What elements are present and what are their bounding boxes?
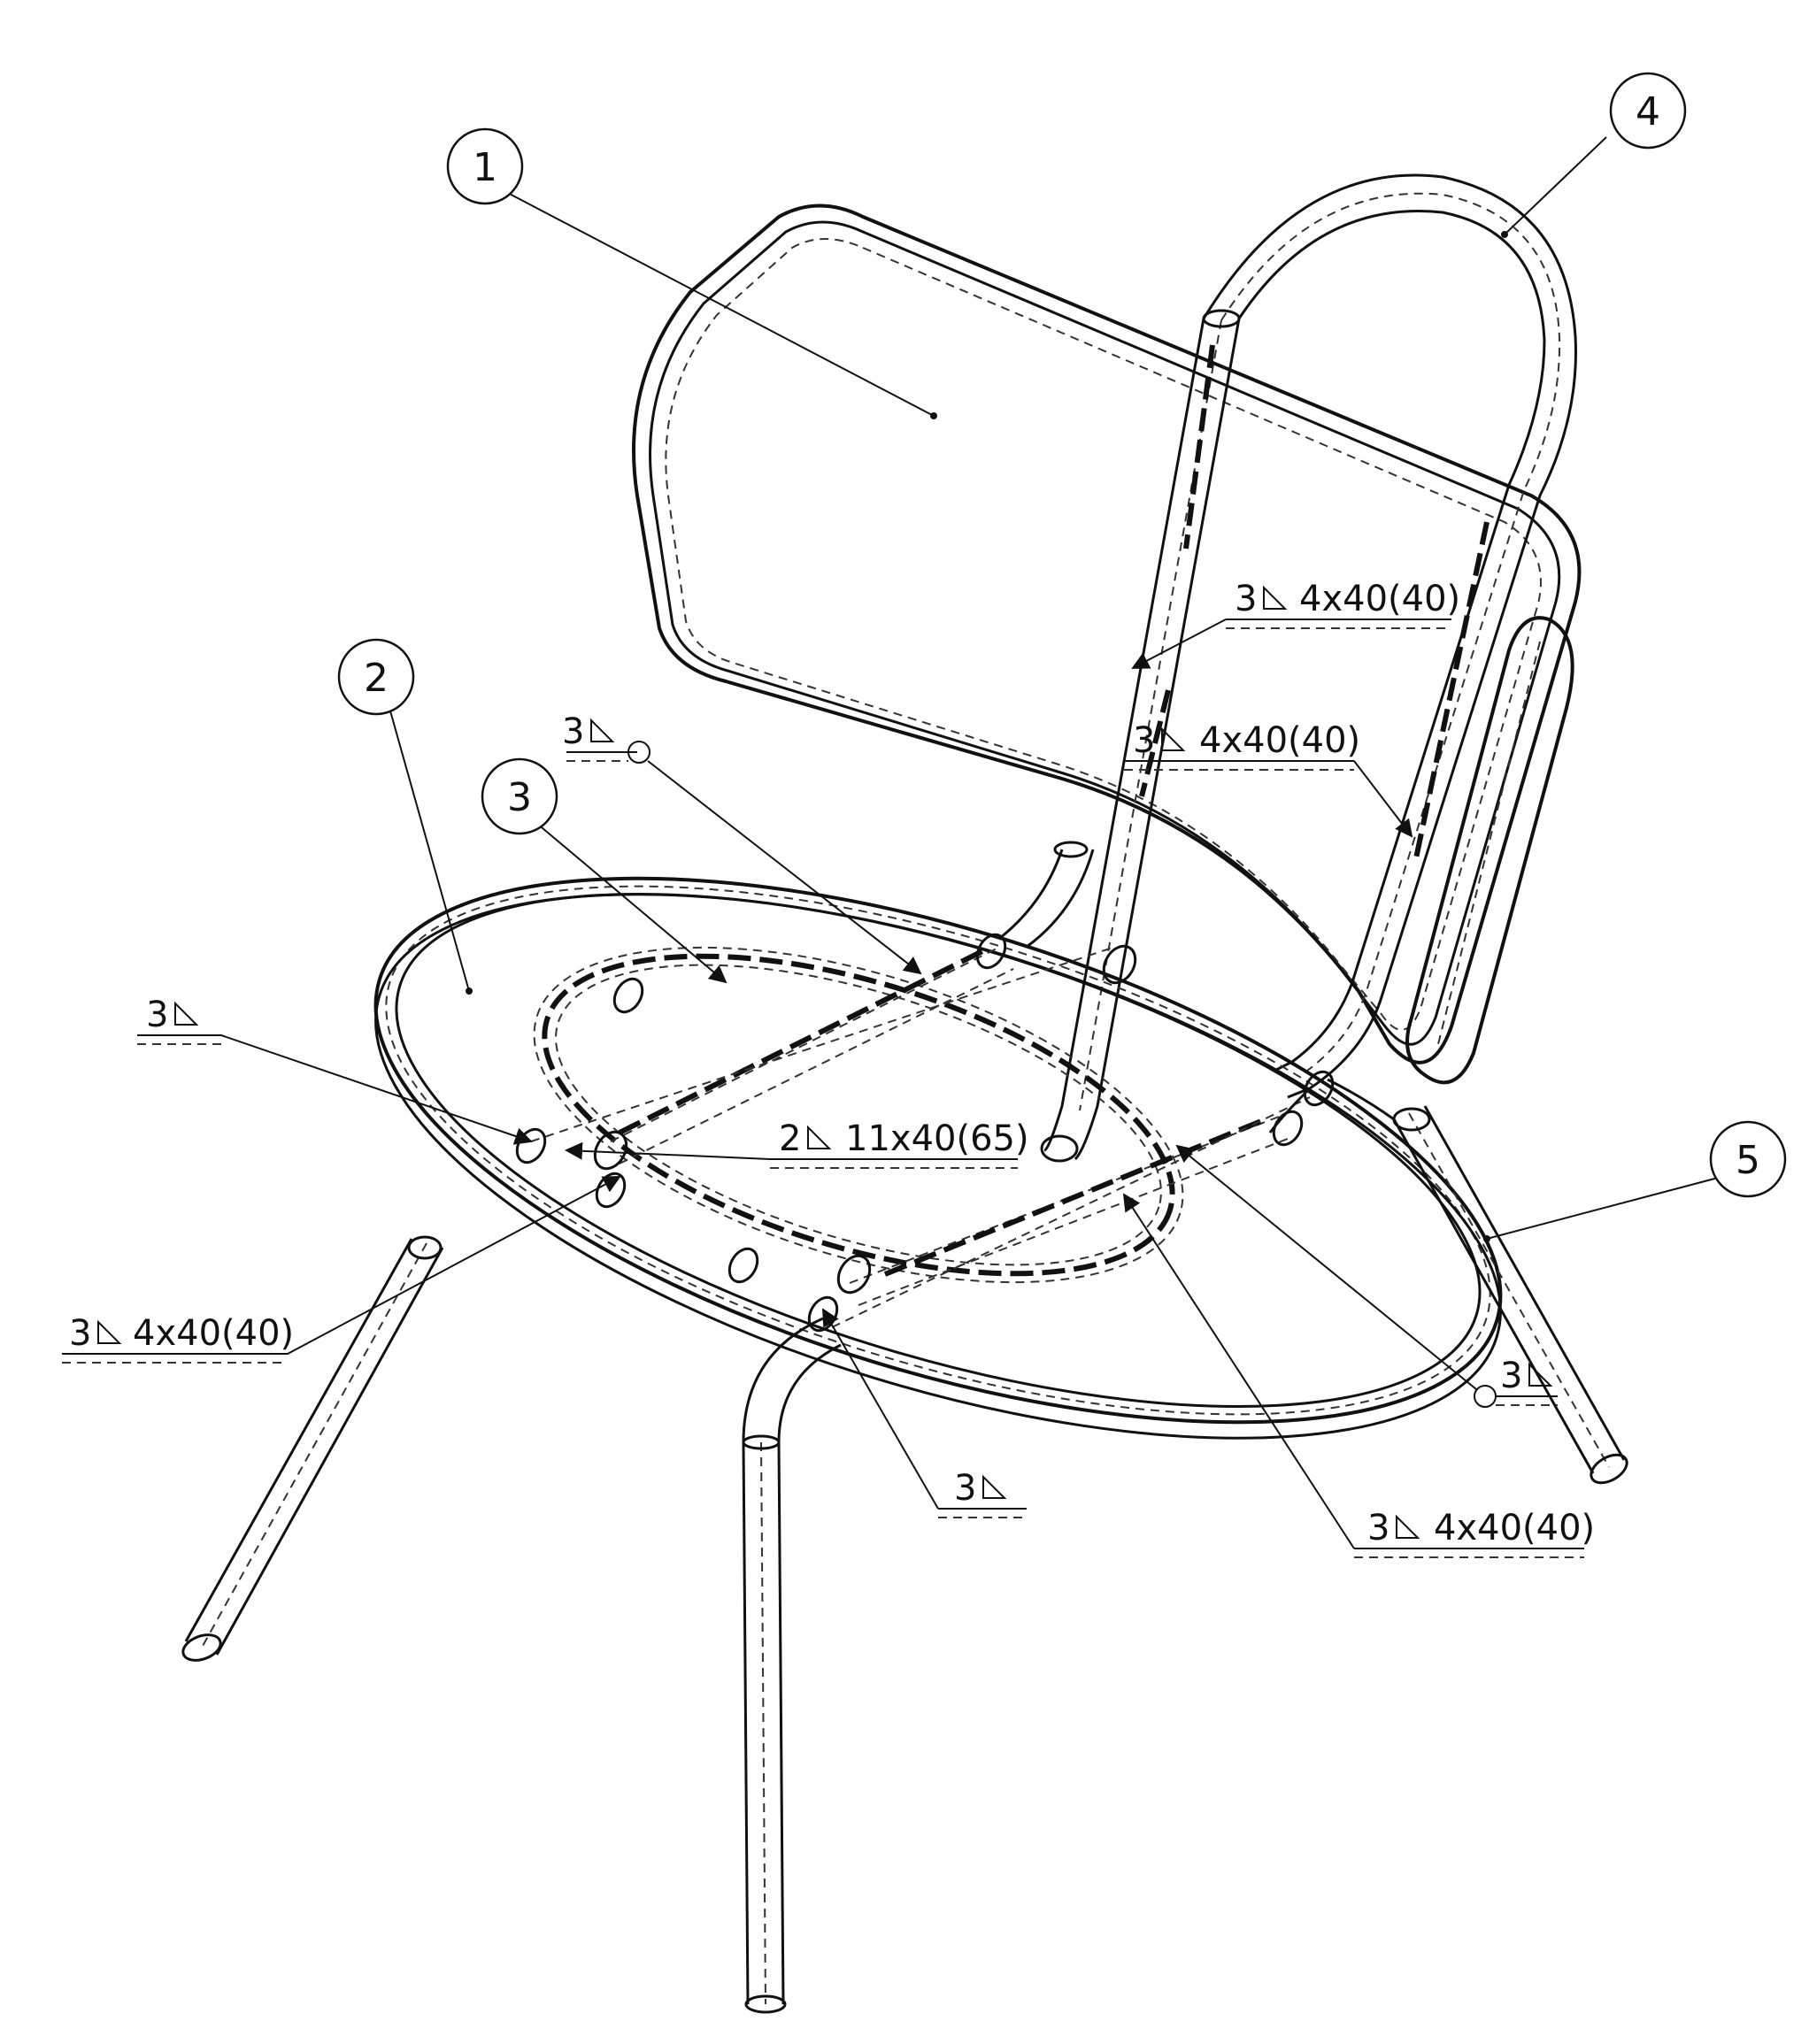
balloon-4: 4 <box>1609 72 1687 150</box>
svg-text:3: 3 <box>1235 579 1257 619</box>
svg-text:5: 5 <box>1736 1138 1760 1183</box>
seat-cross-tubes <box>515 933 1335 1333</box>
svg-text:11x40(65): 11x40(65) <box>845 1118 1029 1159</box>
fillet-weld-symbol <box>807 1125 832 1149</box>
fillet-weld-symbol <box>590 718 615 742</box>
fillet-weld-symbol <box>1263 585 1288 610</box>
svg-text:3: 3 <box>1133 720 1155 761</box>
weld-callout-7: 3 <box>938 1468 1027 1518</box>
balloon-3: 3 <box>481 757 558 835</box>
svg-text:4x40(40): 4x40(40) <box>1434 1508 1595 1548</box>
svg-text:3: 3 <box>562 711 584 752</box>
weld-callout-8: 3 4x40(40) <box>1354 1508 1595 1558</box>
back-frame-tube <box>999 173 1577 1163</box>
weld-callout-3: 3 <box>562 711 628 762</box>
weld-callout-9: 3 <box>1496 1356 1558 1406</box>
svg-text:4x40(40): 4x40(40) <box>133 1313 294 1354</box>
fillet-weld-symbol <box>982 1474 1007 1499</box>
weld-callout-6: 3 4x40(40) <box>62 1313 294 1364</box>
balloon-1: 1 <box>446 127 524 205</box>
legs <box>181 1078 1628 2014</box>
svg-text:3: 3 <box>1367 1508 1389 1548</box>
inner-ring <box>533 946 1184 1284</box>
fillet-weld-symbol <box>1396 1514 1420 1539</box>
weld-callout-2: 3 4x40(40) <box>1124 720 1360 771</box>
svg-text:2: 2 <box>779 1118 801 1159</box>
weld-callout-5: 2 11x40(65) <box>770 1118 1029 1169</box>
svg-text:2: 2 <box>364 656 389 701</box>
fillet-weld-symbol <box>1161 726 1186 751</box>
fillet-weld-symbol <box>97 1319 122 1344</box>
balloon-2: 2 <box>337 638 415 716</box>
svg-text:3: 3 <box>146 995 168 1035</box>
svg-text:4: 4 <box>1636 89 1660 134</box>
leaders <box>62 136 1722 1549</box>
svg-text:4x40(40): 4x40(40) <box>1199 720 1360 761</box>
svg-text:3: 3 <box>1500 1356 1522 1396</box>
balloon-5: 5 <box>1709 1120 1787 1198</box>
backrest-panel <box>632 204 1582 1085</box>
svg-text:1: 1 <box>473 145 497 190</box>
weld-callout-1: 3 4x40(40) <box>1226 579 1460 629</box>
svg-text:3: 3 <box>954 1468 976 1509</box>
fillet-weld-symbol <box>174 1001 199 1026</box>
svg-text:4x40(40): 4x40(40) <box>1299 579 1460 619</box>
svg-text:3: 3 <box>507 775 532 820</box>
weld-callout-4: 3 <box>137 995 221 1045</box>
fillet-weld-symbol <box>1528 1362 1553 1387</box>
svg-text:3: 3 <box>69 1313 91 1354</box>
